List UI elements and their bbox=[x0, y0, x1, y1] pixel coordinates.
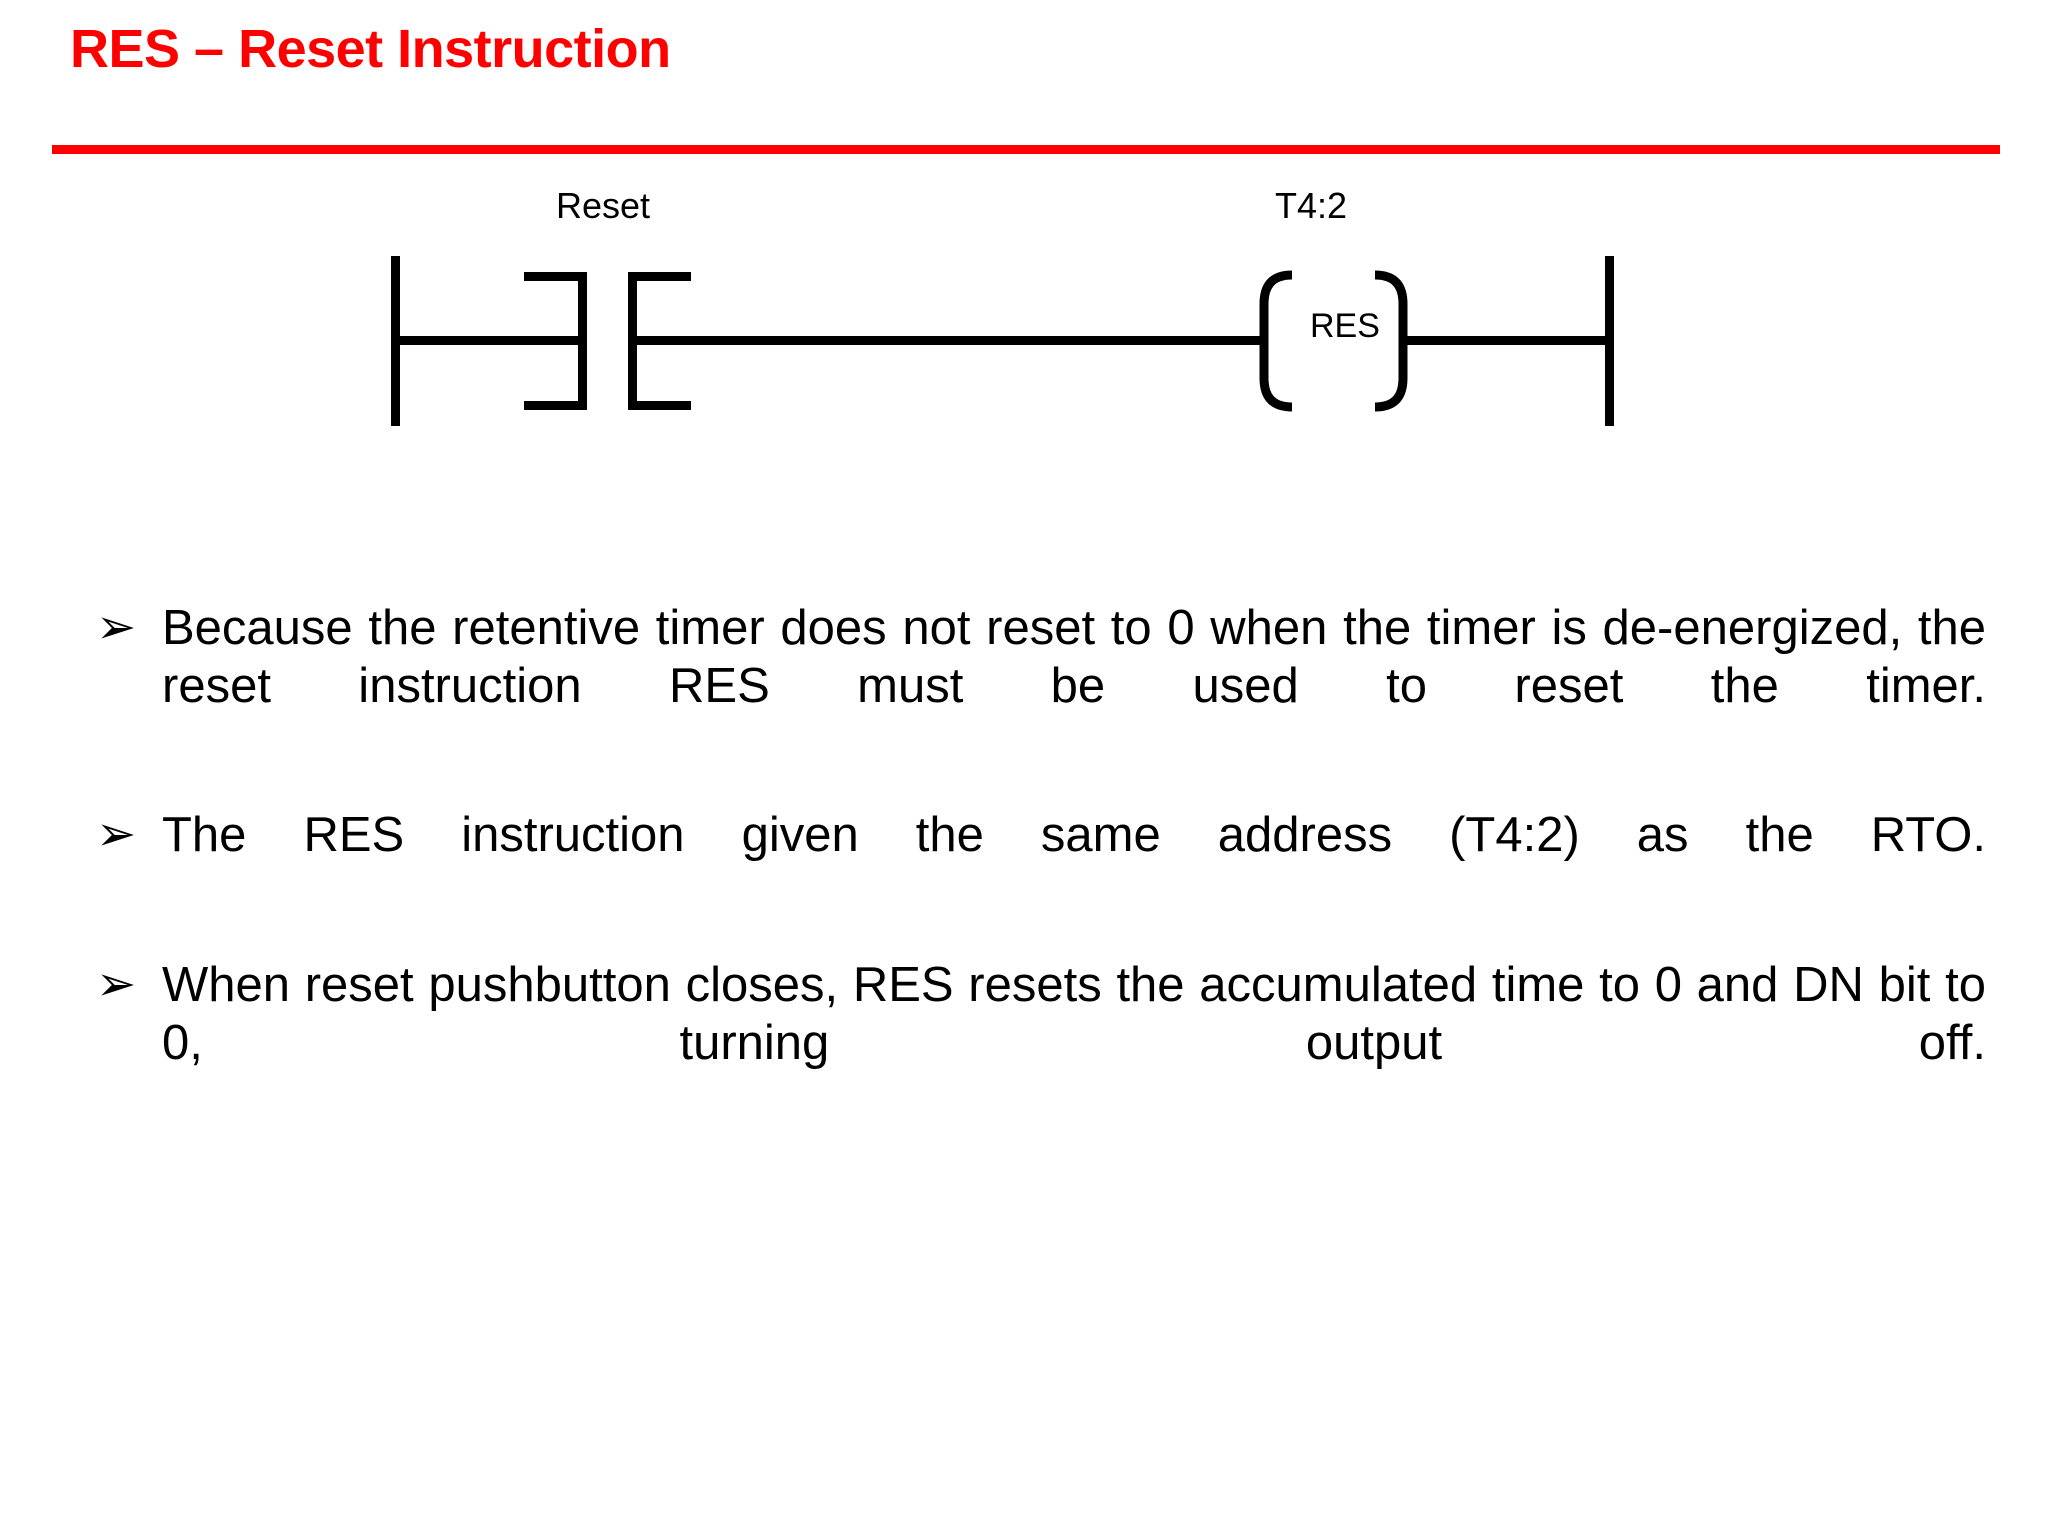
wire-contact-to-coil bbox=[633, 336, 1268, 345]
bullet-list: ➢ Because the retentive timer does not r… bbox=[96, 600, 1986, 1165]
list-item-text: The RES instruction given the same addre… bbox=[162, 808, 1986, 863]
ladder-diagram: Reset T4:2 RES bbox=[0, 0, 2048, 470]
right-power-rail bbox=[1605, 256, 1614, 426]
contact-address-label: Reset bbox=[556, 185, 651, 226]
wire-rail-to-contact bbox=[396, 336, 586, 345]
contact-right-bottom-stub bbox=[633, 401, 691, 410]
contact-right-top-stub bbox=[633, 272, 691, 281]
list-item: ➢ When reset pushbutton closes, RES rese… bbox=[96, 957, 1986, 1130]
contact-right-bar bbox=[628, 272, 637, 410]
list-item-text: Because the retentive timer does not res… bbox=[162, 601, 1986, 713]
coil-instruction-label: RES bbox=[1310, 307, 1380, 345]
title-divider-rule bbox=[52, 145, 2000, 154]
ladder-diagram-svg bbox=[391, 256, 1614, 426]
coil-left-bracket-upper bbox=[1259, 270, 1293, 345]
list-item: ➢ The RES instruction given the same add… bbox=[96, 807, 1986, 923]
contact-left-bar bbox=[578, 272, 587, 410]
arrowhead-bullet-icon: ➢ bbox=[96, 958, 137, 1012]
coil-right-bracket-lower bbox=[1374, 340, 1408, 412]
left-power-rail bbox=[391, 256, 400, 426]
coil-right-bracket-upper bbox=[1374, 270, 1408, 345]
coil-left-bracket-lower bbox=[1259, 340, 1293, 412]
coil-address-label: T4:2 bbox=[1275, 185, 1348, 226]
arrowhead-bullet-icon: ➢ bbox=[96, 601, 137, 654]
wire-coil-to-rail bbox=[1403, 336, 1611, 345]
arrowhead-bullet-icon: ➢ bbox=[96, 808, 137, 862]
contact-left-top-stub bbox=[524, 272, 582, 281]
list-item-text: When reset pushbutton closes, RES resets… bbox=[162, 958, 1986, 1070]
page-title: RES – Reset Instruction bbox=[70, 19, 671, 79]
list-item: ➢ Because the retentive timer does not r… bbox=[96, 600, 1986, 773]
contact-left-bottom-stub bbox=[524, 401, 582, 410]
